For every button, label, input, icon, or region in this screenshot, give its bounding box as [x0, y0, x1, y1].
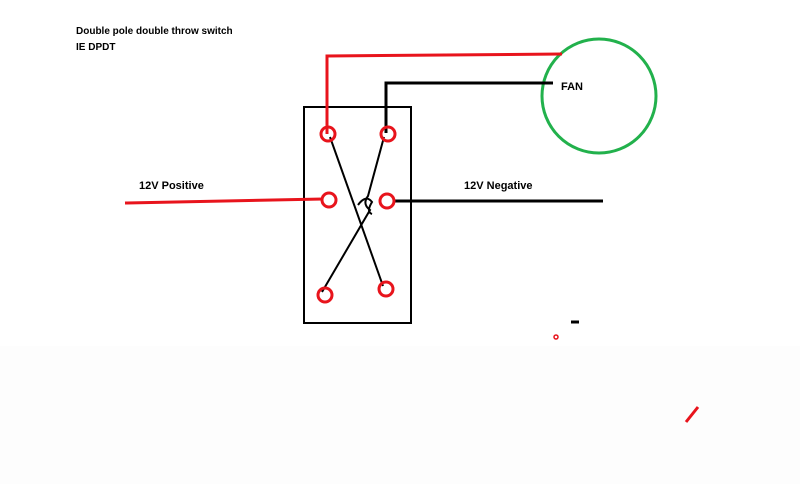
fan-circle	[540, 37, 658, 155]
fan-positive-wire	[325, 52, 563, 134]
diagram-title: Double pole double throw switch IE DPDT	[76, 26, 233, 53]
stray-red-stroke	[684, 406, 700, 423]
negative-label: 12V Negative	[464, 180, 533, 192]
dpdt-switch-body	[303, 106, 412, 324]
terminal-middle-left	[320, 191, 338, 209]
cross-wire-a	[329, 136, 384, 287]
terminal-middle-right	[378, 192, 396, 210]
fan-negative-wire	[384, 81, 553, 133]
cross-wire-jumper	[357, 197, 374, 215]
fan-label: FAN	[561, 81, 583, 93]
terminal-top-left	[319, 125, 337, 143]
background-band	[0, 346, 800, 484]
terminal-bottom-left	[316, 286, 334, 304]
stray-red-dot	[553, 334, 559, 340]
positive-input-wire	[124, 197, 324, 205]
positive-label: 12V Positive	[139, 180, 204, 192]
terminal-bottom-right	[377, 280, 395, 298]
terminal-top-right	[379, 125, 397, 143]
cross-wire-b	[321, 136, 385, 293]
